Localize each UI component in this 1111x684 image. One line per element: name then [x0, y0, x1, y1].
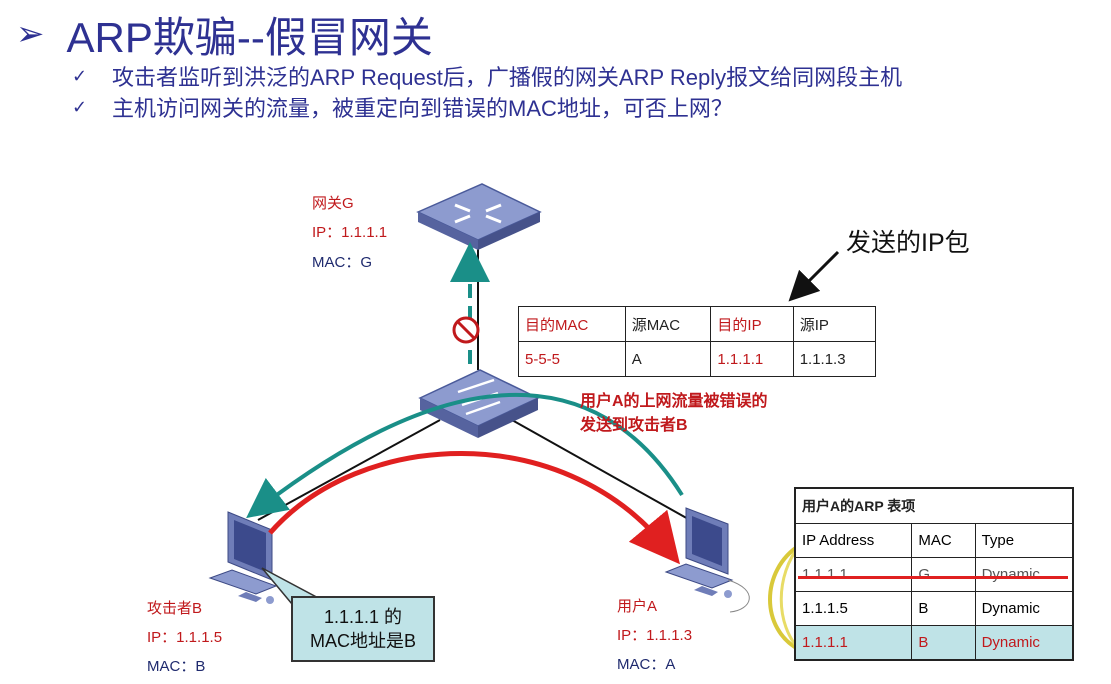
arp-cell: B: [911, 625, 976, 661]
packet-header-dst-mac: 目的MAC: [518, 306, 626, 342]
arp-cell: B: [911, 591, 976, 626]
arp-cell: Dynamic: [974, 591, 1074, 626]
user-ip: IP：1.1.1.3: [617, 627, 693, 644]
slide-title: ➢ ARP欺骗--假冒网关: [16, 6, 433, 62]
arp-header-row: IP Address MAC Type: [794, 523, 1074, 558]
callout-line2: MAC地址是B: [309, 631, 416, 651]
user-computer-icon: [664, 507, 750, 613]
user-name: 用户A: [617, 598, 658, 615]
arp-table-caption: 用户A的ARP 表项: [794, 487, 1074, 524]
user-link: [511, 419, 691, 521]
switch-icon: [418, 369, 540, 438]
gateway-name: 网关G: [312, 195, 354, 212]
arp-row: 1.1.1.5 B Dynamic: [794, 591, 1074, 626]
packet-header-src-mac: 源MAC: [624, 306, 712, 342]
attacker-callout: 1.1.1.1 的 MAC地址是B: [291, 596, 435, 662]
bullet-2: ✓ 主机访问网关的流量，被重定向到错误的MAC地址，可否上网？: [72, 91, 733, 123]
pointer-arrow-icon: [788, 250, 840, 302]
packet-dst-mac: 5-5-5: [518, 341, 626, 377]
arp-cell: G: [911, 557, 976, 592]
arp-table: 用户A的ARP 表项 IP Address MAC Type 1.1.1.1 G…: [794, 487, 1074, 661]
attacker-computer-icon: [208, 511, 278, 604]
packet-src-mac: A: [624, 341, 712, 377]
callout-line1: 1.1.1.1 的: [323, 607, 403, 627]
redirected-traffic-arrow: [246, 392, 684, 519]
packet-src-ip: 1.1.1.3: [792, 341, 877, 377]
gateway-mac: MAC：G: [312, 254, 373, 271]
arp-header-mac: MAC: [911, 523, 976, 558]
title-text: ARP欺骗--假冒网关: [66, 13, 433, 61]
packet-header-src-ip: 源IP: [792, 306, 877, 342]
misroute-note-line2: 发送到攻击者B: [580, 417, 688, 434]
user-mac: MAC：A: [617, 656, 676, 673]
router-icon: [416, 183, 542, 250]
packet-dst-ip: 1.1.1.1: [710, 341, 794, 377]
arp-cell: 1.1.1.1: [794, 557, 913, 592]
arp-row-poisoned: 1.1.1.1 B Dynamic: [794, 625, 1074, 661]
check-icon: ✓: [72, 96, 88, 117]
bullet-1: ✓ 攻击者监听到洪泛的ARP Request后，广播假的网关ARP Reply报…: [72, 60, 902, 92]
misroute-note-line1: 用户A的上网流量被错误的: [580, 393, 768, 410]
arp-row-stale: 1.1.1.1 G Dynamic: [794, 557, 1074, 592]
arp-caption-row: 用户A的ARP 表项: [794, 487, 1074, 524]
packet-value-row: 5-5-5 A 1.1.1.1 1.1.1.3: [518, 341, 877, 377]
arp-cell: Dynamic: [974, 625, 1074, 661]
check-icon: ✓: [72, 65, 88, 86]
arp-cell: 1.1.1.1: [794, 625, 913, 661]
attacker-mac: MAC：B: [147, 658, 206, 675]
attacker-name: 攻击者B: [147, 600, 203, 617]
arp-cell: Dynamic: [974, 557, 1074, 592]
sent-ip-packet-label: 发送的IP包: [846, 229, 970, 257]
arp-header-type: Type: [974, 523, 1074, 558]
arp-cell: 1.1.1.5: [794, 591, 913, 626]
arp-strike-line: [798, 576, 1068, 579]
arp-header-ip: IP Address: [794, 523, 913, 558]
packet-header-row: 目的MAC 源MAC 目的IP 源IP: [518, 306, 877, 342]
spoof-reply-arrow: [268, 451, 681, 565]
arrow-bullet-icon: ➢: [16, 15, 45, 53]
attacker-link: [257, 419, 441, 521]
attacker-ip: IP：1.1.1.5: [147, 629, 223, 646]
bullet-1-text: 攻击者监听到洪泛的ARP Request后，广播假的网关ARP Reply报文给…: [112, 65, 903, 90]
arp-update-bracket: [768, 543, 802, 652]
packet-table: 目的MAC 源MAC 目的IP 源IP 5-5-5 A 1.1.1.1 1.1.…: [518, 306, 877, 377]
blocked-icon: [452, 316, 480, 344]
packet-header-dst-ip: 目的IP: [710, 306, 794, 342]
gateway-ip: IP：1.1.1.1: [312, 224, 388, 241]
bullet-2-text: 主机访问网关的流量，被重定向到错误的MAC地址，可否上网？: [112, 96, 733, 121]
